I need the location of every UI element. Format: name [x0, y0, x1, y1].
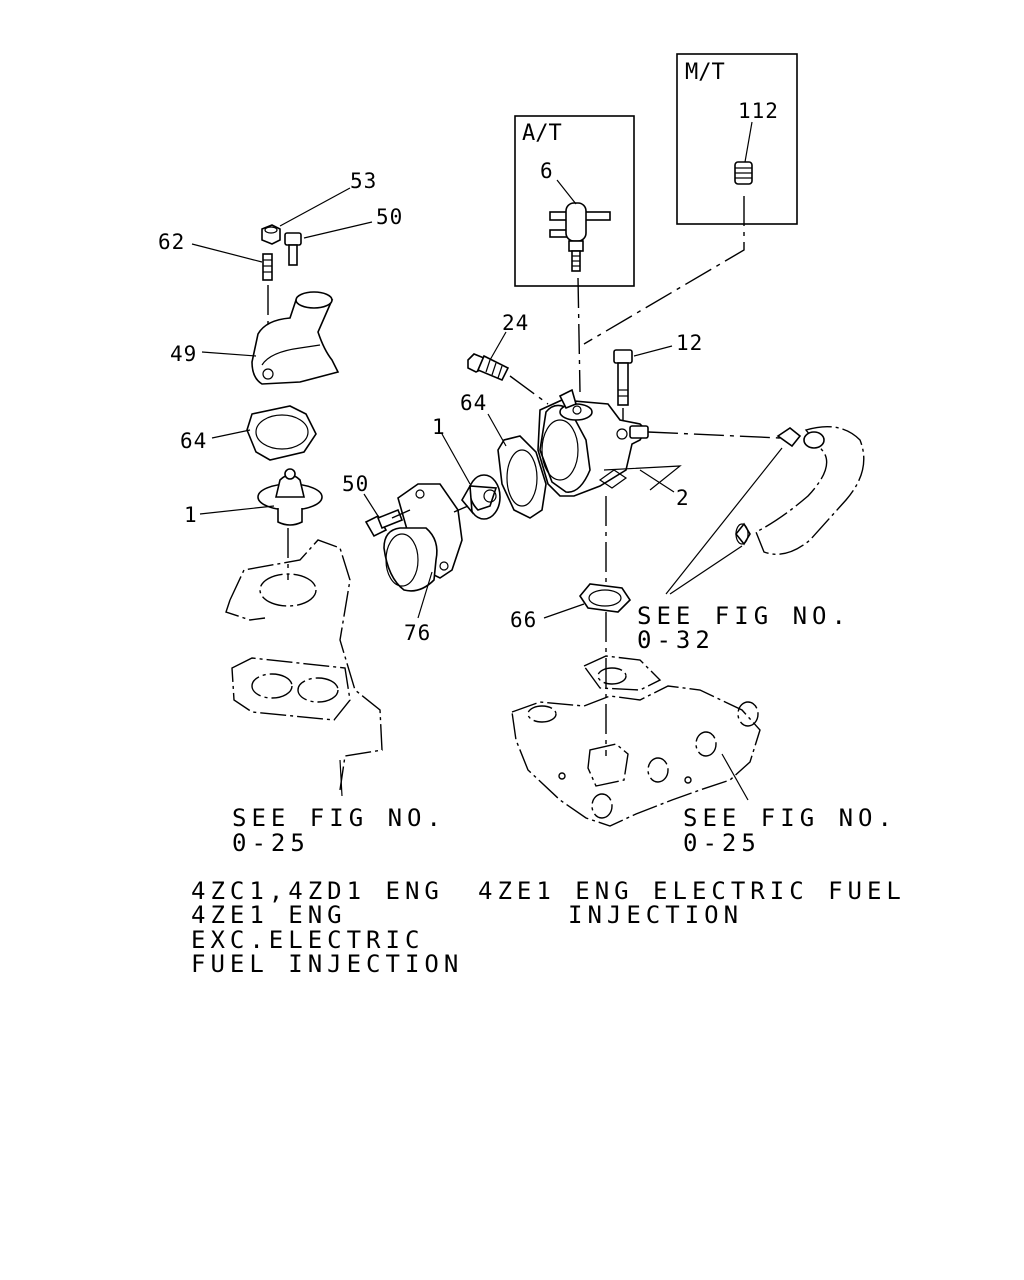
callout-112: 112	[738, 99, 779, 123]
callout-1-right: 1	[432, 415, 446, 439]
at-variant-box: A/T	[514, 115, 635, 287]
part-62-stud	[262, 253, 273, 281]
applicability-right: 4ZE1 ENG ELECTRIC FUEL INJECTION	[478, 877, 906, 929]
applicability-right-line2: INJECTION	[568, 901, 743, 929]
applicability-left-line4: FUEL INJECTION	[191, 950, 463, 978]
callout-1-left: 1	[184, 503, 198, 527]
callout-50-right: 50	[342, 472, 369, 496]
applicability-left-line1: 4ZC1,4ZD1 ENG	[191, 877, 444, 905]
callout-53: 53	[350, 169, 377, 193]
reference-notes: SEE FIG NO. 0-25 SEE FIG NO. 0-25 SEE FI…	[232, 602, 897, 857]
assembly-reference-lines	[391, 196, 781, 756]
callout-leader-lines	[191, 121, 783, 801]
hose-see-fig-line1: SEE FIG NO.	[637, 602, 851, 630]
part-53-nut	[261, 224, 281, 245]
part-1-thermostat-left	[257, 468, 323, 526]
callout-numbers: 53 50 62 49 64 1 6 112 24 12 64 1 2 50 7…	[158, 99, 779, 645]
part-64-gasket-right	[497, 435, 547, 519]
part-1-thermostat-right	[461, 474, 501, 520]
part-112-plug	[734, 161, 753, 185]
left-see-fig-line2: 0-25	[232, 829, 310, 857]
mt-box-label: M/T	[685, 60, 725, 85]
right-see-fig-line2: 0-25	[683, 829, 761, 857]
callout-64-left: 64	[180, 429, 207, 453]
part-6-switch	[549, 202, 611, 272]
part-49-water-outlet	[251, 291, 340, 385]
part-50-bolt-right	[364, 508, 404, 538]
applicability-left: 4ZC1,4ZD1 ENG 4ZE1 ENG EXC.ELECTRIC FUEL…	[191, 877, 463, 978]
part-64-gasket-left	[246, 405, 317, 461]
hose-see-fig-line2: 0-32	[637, 626, 715, 654]
callout-76: 76	[404, 621, 431, 645]
part-2-thermostat-housing	[537, 388, 682, 497]
callout-64-right: 64	[460, 391, 487, 415]
part-50-bolt-left	[284, 232, 302, 266]
part-66-gasket-bottom	[579, 583, 632, 613]
coolant-hose-assembly	[734, 426, 865, 555]
callout-50-left: 50	[376, 205, 403, 229]
right-intake-manifold-outline	[511, 655, 761, 827]
part-76-water-inlet	[383, 483, 463, 592]
callout-6: 6	[540, 159, 554, 183]
callout-62: 62	[158, 230, 185, 254]
callout-2: 2	[676, 486, 690, 510]
applicability-left-line3: EXC.ELECTRIC	[191, 926, 424, 954]
callout-12: 12	[676, 331, 703, 355]
part-12-bolt	[613, 349, 633, 406]
mt-variant-box: M/T	[676, 53, 798, 225]
part-24-temperature-sensor	[467, 353, 510, 382]
left-see-fig-line1: SEE FIG NO.	[232, 804, 446, 832]
left-engine-block-outline	[225, 539, 383, 791]
at-box-label: A/T	[522, 121, 562, 146]
applicability-left-line2: 4ZE1 ENG	[191, 901, 347, 929]
callout-24: 24	[502, 311, 529, 335]
applicability-right-line1: 4ZE1 ENG ELECTRIC FUEL	[478, 877, 906, 905]
right-see-fig-line1: SEE FIG NO.	[683, 804, 897, 832]
callout-66: 66	[510, 608, 537, 632]
callout-49: 49	[170, 342, 197, 366]
